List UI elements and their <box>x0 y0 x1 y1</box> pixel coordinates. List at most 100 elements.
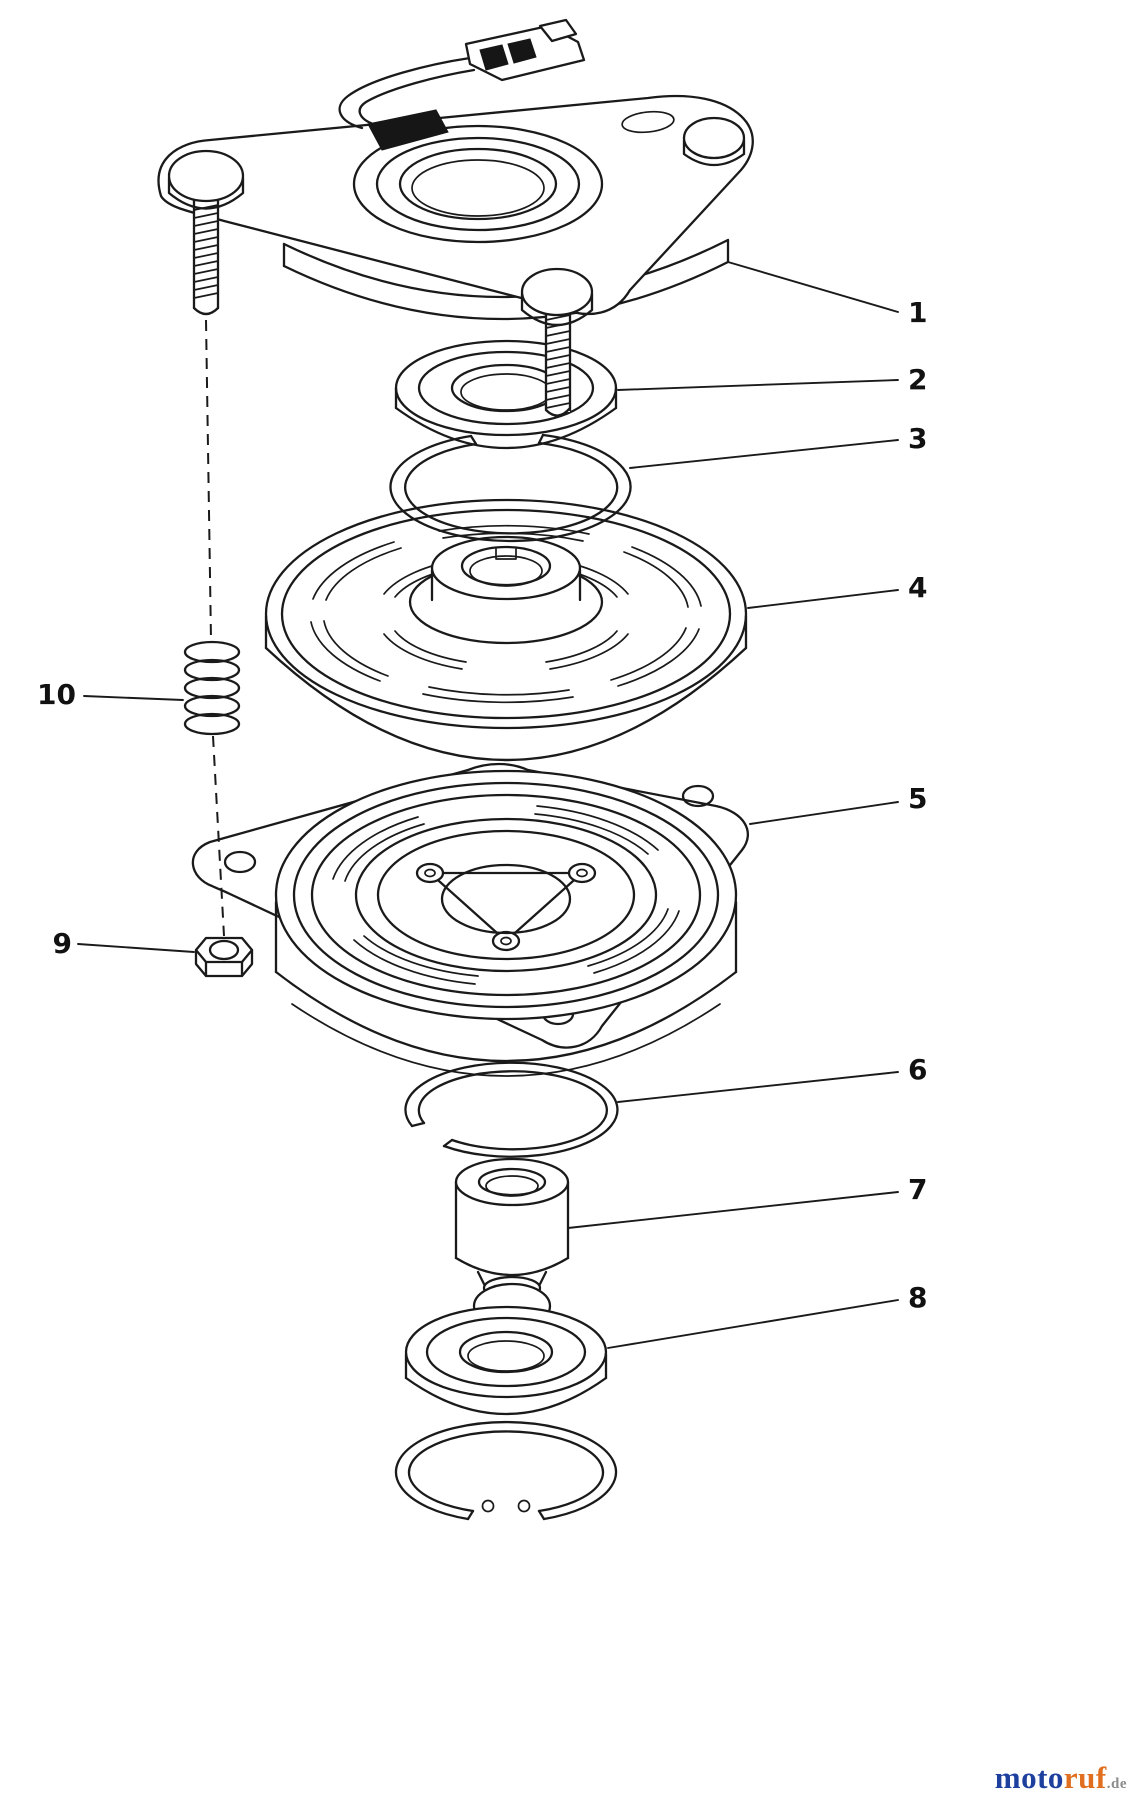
callout-10-label: 10 <box>37 678 76 711</box>
bearing-side-walls <box>394 386 618 410</box>
spacer-side-walls <box>454 1180 570 1260</box>
callout-2-line <box>617 379 899 391</box>
part-2-bearing <box>394 339 618 450</box>
plate-boss <box>682 116 746 160</box>
part-9-hex-nut <box>194 936 254 978</box>
callout-10-line <box>83 695 184 701</box>
bolt-tip <box>544 406 572 417</box>
spring-coil-5 <box>183 712 241 736</box>
bearing-race-groove <box>417 350 595 426</box>
callout-8: 8 <box>607 1281 927 1349</box>
ring-outer-edge <box>394 1420 618 1521</box>
plate-center-hole-ring <box>375 136 581 232</box>
spider-bolt-1-dot <box>576 868 588 878</box>
housing-rim-lower <box>282 260 730 321</box>
mounting-bolt-center <box>520 267 594 417</box>
callout-7-label: 7 <box>908 1173 927 1206</box>
watermark-text-primary: moto <box>994 1760 1064 1795</box>
callout-9: 9 <box>53 927 195 960</box>
clutch-ring-1 <box>292 781 720 1009</box>
drum-lower-lip <box>291 1003 721 1077</box>
bearing-bore-depth <box>467 1340 545 1372</box>
callout-4-line <box>747 589 899 609</box>
plate-corner-hole-left <box>223 850 257 874</box>
callouts: 1 2 3 4 5 6 7 8 <box>37 261 927 1349</box>
callout-1: 1 <box>727 261 927 329</box>
clutch-drum-rim <box>274 769 738 1021</box>
ring-ear-hole-right <box>517 1499 531 1513</box>
drum-side-walls <box>274 900 738 974</box>
plate-center-hole-rim <box>352 124 604 244</box>
spring-coil-1 <box>183 640 241 664</box>
clutch-ring-3 <box>354 817 658 973</box>
hub-bore-depth <box>469 555 543 587</box>
bearing-bore <box>458 1330 554 1374</box>
plate-center-bore-depth <box>411 159 545 217</box>
callout-8-label: 8 <box>908 1281 927 1314</box>
callout-6: 6 <box>617 1053 927 1103</box>
spacer-bottom-rim <box>454 1256 570 1277</box>
part-10-spring <box>183 640 241 736</box>
callout-1-line <box>727 261 899 313</box>
callout-6-label: 6 <box>908 1053 927 1086</box>
bolt-head-top <box>167 149 245 203</box>
part-5-field-clutch-assembly <box>191 762 749 1077</box>
bolt-head-top <box>520 267 594 317</box>
spacer-bore-depth <box>485 1175 539 1197</box>
callout-3-label: 3 <box>908 422 927 455</box>
ring-outer-edge <box>389 433 632 543</box>
part-8-bearing <box>404 1305 608 1416</box>
clutch-ring-4 <box>376 829 636 961</box>
spider-arms <box>428 871 584 943</box>
ring-end-caps <box>469 433 545 446</box>
callout-7-line <box>567 1191 899 1229</box>
callout-8-line <box>607 1299 899 1349</box>
ring-outer-edge <box>404 1061 619 1158</box>
bearing-race-groove <box>425 1316 587 1388</box>
mounting-bolt-left <box>167 149 245 316</box>
ring-inner-edge <box>407 1430 605 1513</box>
clutch-arc-slots <box>332 805 680 985</box>
clutch-ring-2 <box>310 793 702 997</box>
spring-coil-3 <box>183 676 241 700</box>
ring-inner-edge <box>417 1070 608 1151</box>
wire-clip <box>367 109 449 151</box>
bottom-snap-ring <box>394 1420 618 1521</box>
lead-wire-inner <box>358 68 476 127</box>
bearing-outer-ring <box>394 339 618 437</box>
clutch-center-hole <box>440 863 572 935</box>
callout-7: 7 <box>567 1173 927 1229</box>
ring-end-caps <box>410 1121 454 1148</box>
callout-1-label: 1 <box>908 296 927 329</box>
lead-wire <box>338 56 472 130</box>
assembly-centerline <box>205 319 225 937</box>
part-6-retaining-ring <box>404 1061 619 1158</box>
spider-bolt-1 <box>567 862 597 884</box>
hub-bore <box>460 545 552 587</box>
callout-4: 4 <box>747 571 927 609</box>
spring-coil-2 <box>183 658 241 682</box>
bearing-bottom-rim <box>404 1376 608 1416</box>
nut-bore <box>208 939 240 961</box>
bearing-bottom-rim <box>394 406 618 450</box>
nut-side-faces <box>194 948 254 978</box>
bearing-outer-ring <box>404 1305 608 1399</box>
spacer-body-fill <box>456 1182 568 1275</box>
housing-side-walls <box>282 238 730 268</box>
plate-slot-hole <box>621 110 675 134</box>
spider-bolt-3-dot <box>500 936 512 946</box>
callout-5-label: 5 <box>908 782 927 815</box>
ring-inner-edge <box>404 441 619 535</box>
rotor-inner-rim <box>280 508 732 720</box>
spider-bolt-3 <box>491 930 521 952</box>
bearing-side-walls <box>404 1352 608 1380</box>
bolt-shank-fill <box>546 312 570 412</box>
callout-3-line <box>629 439 899 469</box>
bolt-head-side <box>167 176 245 210</box>
watermark-text-secondary: ruf <box>1063 1760 1107 1795</box>
spider-bolt-2 <box>415 862 445 884</box>
rotor-side-walls <box>264 614 748 650</box>
callout-5-line <box>749 801 899 825</box>
hub-keyway <box>495 548 517 560</box>
